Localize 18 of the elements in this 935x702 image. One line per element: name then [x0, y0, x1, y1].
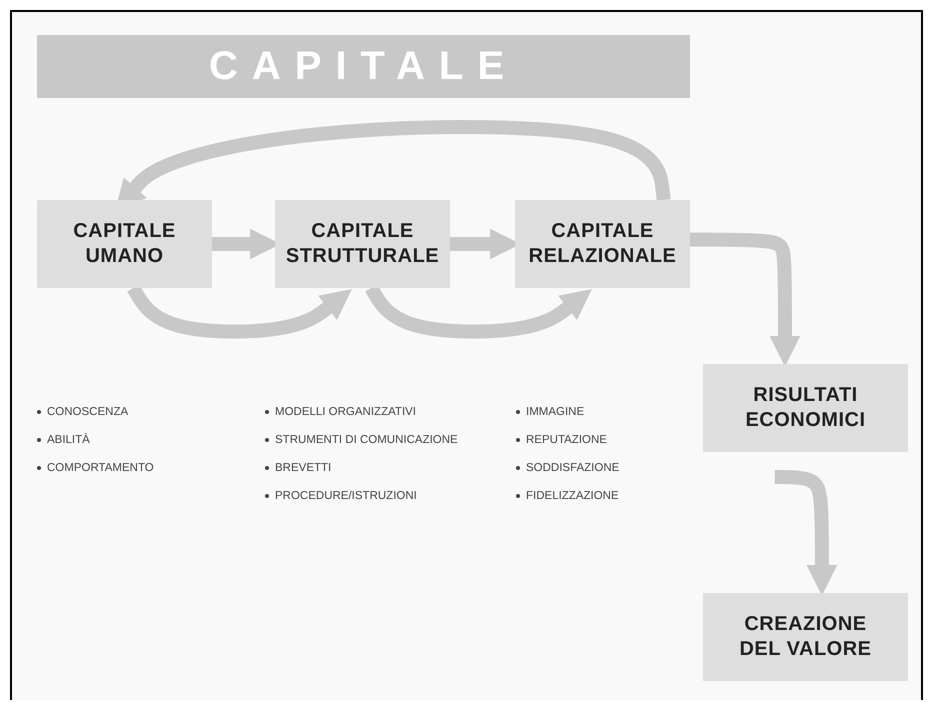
- capital-box: RISULTATI ECONOMICI: [703, 364, 908, 452]
- capital-box: CREAZIONE DEL VALORE: [703, 593, 908, 681]
- bullet-item: FIDELIZZAZIONE: [516, 490, 619, 502]
- bullet-item: MODELLI ORGANIZZATIVI: [265, 406, 416, 418]
- bullet-item: IMMAGINE: [516, 406, 584, 418]
- bullet-item: ABILITÀ: [37, 434, 90, 446]
- bullet-item: REPUTAZIONE: [516, 434, 607, 446]
- capital-box: CAPITALE STRUTTURALE: [275, 200, 450, 288]
- capital-box: CAPITALE RELAZIONALE: [515, 200, 690, 288]
- bullet-item: COMPORTAMENTO: [37, 462, 154, 474]
- arrow: [774, 470, 838, 596]
- capital-box: CAPITALE UMANO: [37, 200, 212, 288]
- bullet-item: PROCEDURE/ISTRUZIONI: [265, 490, 417, 502]
- bullet-item: BREVETTI: [265, 462, 332, 474]
- bullet-item: STRUMENTI DI COMUNICAZIONE: [265, 434, 458, 446]
- arrow: [690, 232, 800, 367]
- bullet-item: SODDISFAZIONE: [516, 462, 620, 474]
- bullet-item: CONOSCENZA: [37, 406, 128, 418]
